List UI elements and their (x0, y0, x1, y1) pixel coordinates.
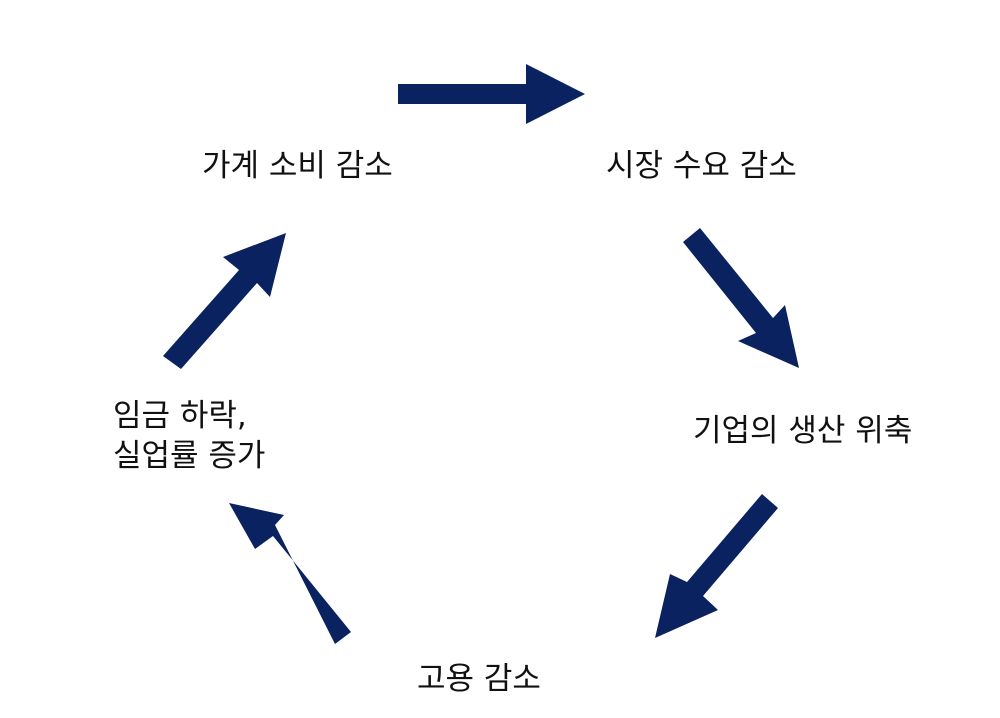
arrow-wages-to-consumption (163, 233, 286, 369)
production-contraction-node: 기업의 생산 위축 (693, 411, 912, 451)
household-consumption-node: 가계 소비 감소 (202, 146, 393, 186)
household-consumption-label: 가계 소비 감소 (202, 148, 393, 184)
market-demand-label: 시장 수요 감소 (606, 148, 797, 184)
production-contraction-label: 기업의 생산 위축 (693, 413, 913, 449)
arrow-demand-to-production (683, 228, 799, 368)
arrow-employment-to-wages (229, 503, 351, 644)
wages-label-line1: 임금 하락, (113, 398, 247, 434)
employment-node: 고용 감소 (417, 659, 541, 699)
market-demand-node: 시장 수요 감소 (606, 146, 797, 186)
wages-label-line2: 실업률 증가 (113, 438, 266, 474)
employment-label: 고용 감소 (417, 661, 541, 697)
arrow-consumption-to-demand (398, 64, 585, 124)
arrow-production-to-employment (655, 494, 778, 638)
wages-unemployment-node: 임금 하락, 실업률 증가 (113, 396, 265, 476)
